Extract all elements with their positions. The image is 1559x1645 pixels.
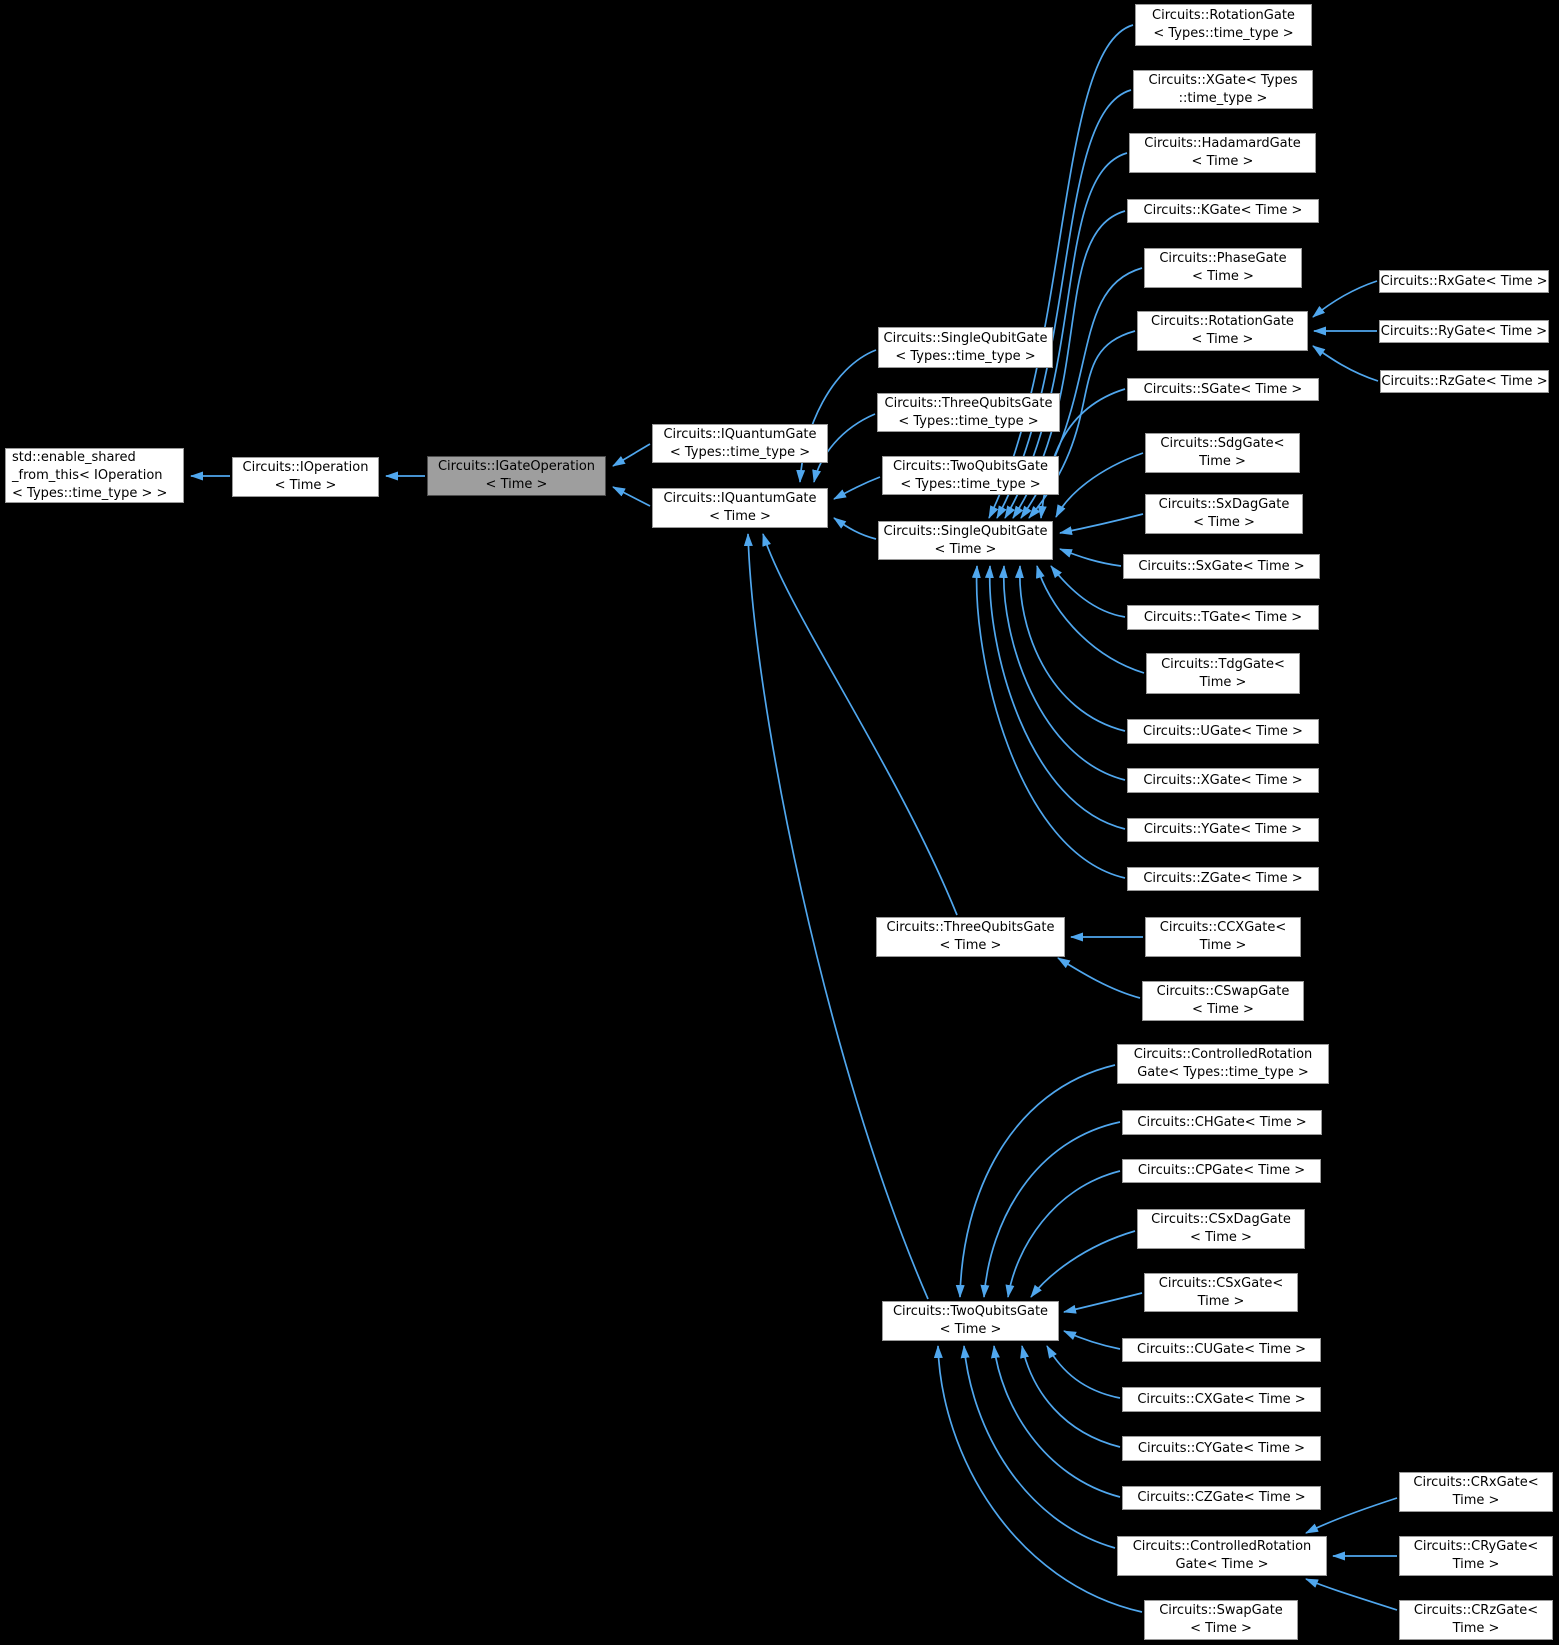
edge-cugate-to-twoqubitsgate-time <box>1063 1330 1121 1350</box>
edge-sgate-to-singlequbitgate-time <box>1037 388 1126 519</box>
edge-chgate-to-twoqubitsgate-time <box>980 1121 1121 1298</box>
edge-twoqubitsgate-time-to-iquantumgate-time <box>743 533 929 1300</box>
edge-tgate-to-singlequbitgate-time <box>1050 565 1126 618</box>
edge-swapgate-to-twoqubitsgate-time <box>933 1345 1143 1613</box>
class-node-sdggate-time[interactable]: Circuits::SdgGate< Time > <box>1145 433 1300 473</box>
class-node-ioperation-time[interactable]: Circuits::IOperation < Time > <box>232 457 379 497</box>
edge-crxgate-to-controlledrotationgate-time <box>1305 1497 1398 1534</box>
class-node-tgate-time[interactable]: Circuits::TGate< Time > <box>1127 605 1319 630</box>
edge-singlequbitgate-time-to-iquantumgate-time <box>833 517 877 540</box>
class-node-cxgate-time[interactable]: Circuits::CXGate< Time > <box>1122 1387 1321 1412</box>
class-node-sxgate-time[interactable]: Circuits::SxGate< Time > <box>1123 554 1320 579</box>
edge-twoqubitsgate-types-to-iquantumgate-time <box>833 476 881 500</box>
class-node-cugate-time[interactable]: Circuits::CUGate< Time > <box>1122 1338 1321 1362</box>
class-node-iquantumgate-types[interactable]: Circuits::IQuantumGate < Types::time_typ… <box>652 424 828 463</box>
edge-singlequbitgate-types-to-iquantumgate-time <box>796 349 877 483</box>
class-node-phasegate-time[interactable]: Circuits::PhaseGate < Time > <box>1144 248 1302 288</box>
edge-cpgate-to-twoqubitsgate-time <box>1005 1170 1121 1298</box>
class-node-xgate-time[interactable]: Circuits::XGate< Time > <box>1127 768 1319 793</box>
class-node-rzgate-time[interactable]: Circuits::RzGate< Time > <box>1380 370 1549 393</box>
class-node-controlledrotationgate-time[interactable]: Circuits::ControlledRotation Gate< Time … <box>1117 1536 1327 1576</box>
class-node-rotationgate-time[interactable]: Circuits::RotationGate < Time > <box>1137 311 1308 351</box>
class-node-crzgate-time[interactable]: Circuits::CRzGate< Time > <box>1399 1600 1553 1640</box>
class-node-singlequbitgate-types[interactable]: Circuits::SingleQubitGate < Types::time_… <box>878 327 1053 368</box>
class-node-czgate-time[interactable]: Circuits::CZGate< Time > <box>1122 1486 1321 1510</box>
edge-controlledrotationgate-time-to-twoqubitsgate-time <box>960 1345 1116 1549</box>
class-node-cpgate-time[interactable]: Circuits::CPGate< Time > <box>1122 1159 1321 1183</box>
class-node-swapgate-time[interactable]: Circuits::SwapGate < Time > <box>1144 1600 1298 1640</box>
edge-threequbitsgate-types-to-iquantumgate-time <box>812 413 876 483</box>
edge-zgate-to-singlequbitgate-time <box>971 565 1126 879</box>
class-node-csxdaggate-time[interactable]: Circuits::CSxDagGate < Time > <box>1137 1209 1305 1249</box>
edge-xgate-types-to-singlequbitgate-time <box>996 89 1132 519</box>
class-node-rxgate-time[interactable]: Circuits::RxGate< Time > <box>1379 270 1549 293</box>
class-node-cswapgate-time[interactable]: Circuits::CSwapGate < Time > <box>1142 981 1304 1021</box>
edge-sxdaggate-to-singlequbitgate-time <box>1059 513 1144 536</box>
edge-csxdaggate-to-twoqubitsgate-time <box>1030 1230 1136 1298</box>
edge-cxgate-to-twoqubitsgate-time <box>1046 1345 1121 1399</box>
edge-rxgate-to-rotationgate-time <box>1312 280 1378 318</box>
class-node-threequbitsgate-types[interactable]: Circuits::ThreeQubitsGate < Types::time_… <box>877 393 1060 432</box>
class-node-iquantumgate-time[interactable]: Circuits::IQuantumGate < Time > <box>652 488 828 528</box>
class-node-std-enable-shared-from-this[interactable]: std::enable_shared _from_this< IOperatio… <box>5 448 184 503</box>
class-node-cygate-time[interactable]: Circuits::CYGate< Time > <box>1122 1436 1321 1461</box>
edge-iquantumgate-time-to-igateoperation <box>612 486 651 507</box>
class-node-crygate-time[interactable]: Circuits::CRyGate< Time > <box>1399 1536 1553 1576</box>
class-node-zgate-time[interactable]: Circuits::ZGate< Time > <box>1127 867 1319 891</box>
edge-cswapgate-to-threequbitsgate-time <box>1057 957 1141 999</box>
class-node-rotationgate-types[interactable]: Circuits::RotationGate < Types::time_typ… <box>1135 4 1312 46</box>
class-node-twoqubitsgate-types[interactable]: Circuits::TwoQubitsGate < Types::time_ty… <box>882 456 1059 495</box>
class-node-sgate-time[interactable]: Circuits::SGate< Time > <box>1127 378 1319 401</box>
edge-xgate-time-to-singlequbitgate-time <box>998 565 1126 781</box>
edge-cygate-to-twoqubitsgate-time <box>1020 1345 1121 1448</box>
class-node-controlledrotationgate-types[interactable]: Circuits::ControlledRotation Gate< Types… <box>1117 1044 1329 1084</box>
edge-ygate-to-singlequbitgate-time <box>984 565 1126 830</box>
class-node-singlequbitgate-time[interactable]: Circuits::SingleQubitGate < Time > <box>878 521 1053 560</box>
class-node-twoqubitsgate-time[interactable]: Circuits::TwoQubitsGate < Time > <box>882 1301 1059 1341</box>
edge-threequbitsgate-time-to-iquantumgate-time <box>762 533 958 916</box>
edge-sdggate-to-singlequbitgate-time <box>1055 452 1144 518</box>
edge-sxgate-to-singlequbitgate-time <box>1059 548 1122 567</box>
edge-rotationgate-types-to-singlequbitgate-time <box>988 24 1134 519</box>
class-node-kgate-time[interactable]: Circuits::KGate< Time > <box>1127 199 1319 223</box>
class-node-ygate-time[interactable]: Circuits::YGate< Time > <box>1127 818 1319 842</box>
class-node-threequbitsgate-time[interactable]: Circuits::ThreeQubitsGate < Time > <box>876 917 1065 957</box>
class-node-xgate-types[interactable]: Circuits::XGate< Types ::time_type > <box>1133 70 1313 109</box>
class-node-tdggate-time[interactable]: Circuits::TdgGate< Time > <box>1146 653 1300 694</box>
class-node-ccxgate-time[interactable]: Circuits::CCXGate< Time > <box>1145 917 1301 957</box>
class-node-chgate-time[interactable]: Circuits::CHGate< Time > <box>1122 1110 1322 1135</box>
class-node-hadamardgate-time[interactable]: Circuits::HadamardGate < Time > <box>1129 133 1316 173</box>
edge-rzgate-to-rotationgate-time <box>1312 345 1379 382</box>
edge-controlledrotationgate-types-to-twoqubitsgate-time <box>955 1064 1116 1298</box>
edge-tdggate-to-singlequbitgate-time <box>1036 565 1145 674</box>
edge-csxgate-to-twoqubitsgate-time <box>1063 1292 1143 1314</box>
edge-czgate-to-twoqubitsgate-time <box>990 1345 1121 1498</box>
class-node-rygate-time[interactable]: Circuits::RyGate< Time > <box>1379 320 1549 343</box>
class-node-crxgate-time[interactable]: Circuits::CRxGate< Time > <box>1399 1472 1553 1512</box>
class-node-ugate-time[interactable]: Circuits::UGate< Time > <box>1127 719 1319 744</box>
class-node-sxdaggate-time[interactable]: Circuits::SxDagGate < Time > <box>1145 494 1303 534</box>
edge-crzgate-to-controlledrotationgate-time <box>1305 1578 1398 1611</box>
edge-ugate-to-singlequbitgate-time <box>1014 565 1126 732</box>
class-node-csxgate-time[interactable]: Circuits::CSxGate< Time > <box>1144 1273 1298 1312</box>
class-node-igateoperation-time-selected[interactable]: Circuits::IGateOperation < Time > <box>427 456 606 496</box>
edge-iquantumgate-types-to-igateoperation <box>612 443 651 467</box>
